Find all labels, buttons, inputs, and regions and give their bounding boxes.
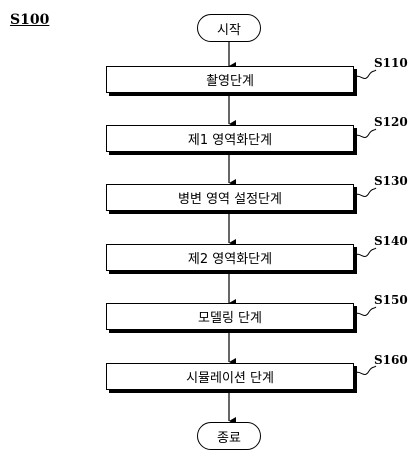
step-code-s140: S140 [374,234,408,248]
step-box-s110: 촬영단계 [106,66,354,93]
leader-s130 [354,188,376,196]
step-code-s160: S160 [374,353,408,367]
end-terminal: 종료 [197,422,261,450]
leader-s150 [354,307,376,315]
step-label: 모델링 단계 [198,307,262,326]
step-label: 촬영단계 [206,70,254,89]
step-label: 시뮬레이션 단계 [186,367,274,386]
start-label: 시작 [217,19,241,38]
step-label: 병변 영역 설정단계 [178,188,282,207]
step-box-s130: 병변 영역 설정단계 [106,184,354,211]
step-box-s120: 제1 영역화단계 [106,125,354,152]
step-code-s130: S130 [374,174,408,188]
step-label: 제1 영역화단계 [188,129,272,148]
step-box-s150: 모델링 단계 [106,303,354,330]
leader-s160 [354,366,376,374]
step-box-s160: 시뮬레이션 단계 [106,363,354,390]
leader-s120 [354,129,376,137]
leader-s110 [354,70,376,78]
step-code-s150: S150 [374,293,408,307]
end-label: 종료 [217,427,241,446]
step-box-s140: 제2 영역화단계 [106,244,354,271]
step-label: 제2 영역화단계 [188,248,272,267]
step-code-s120: S120 [374,115,408,129]
start-terminal: 시작 [197,14,261,42]
leader-s140 [354,248,376,256]
step-code-s110: S110 [374,56,408,70]
